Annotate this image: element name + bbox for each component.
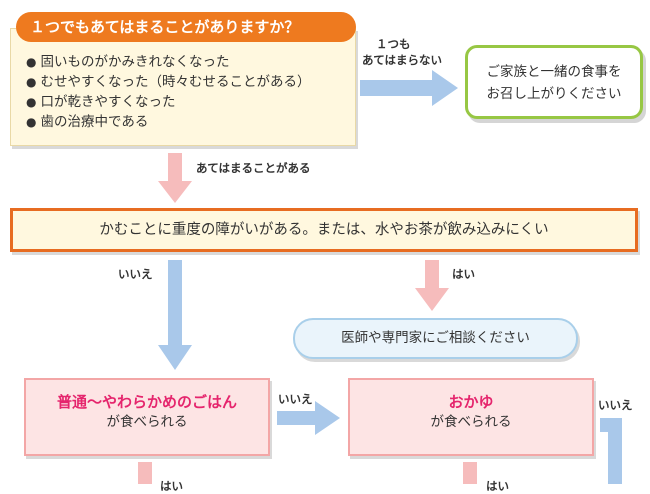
consult-box: 医師や専門家にご相談ください <box>293 318 578 359</box>
severity-question-box: かむことに重度の障がいがある。または、水やお茶が飲み込みにくい <box>10 208 638 252</box>
list-item: 口が乾きやすくなった <box>26 92 310 112</box>
family-meal-line1: ご家族と一緒の食事を <box>486 64 622 80</box>
arrow-right-rice-no <box>277 401 340 435</box>
severity-yes-label: はい <box>452 267 475 281</box>
no-match-label-line2: あてはまらない <box>362 53 443 67</box>
list-item: 歯の治療中である <box>26 112 310 132</box>
severity-no-label: いいえ <box>118 267 153 281</box>
rice-sub: が食べられる <box>106 414 188 430</box>
porridge-sub: が食べられる <box>430 414 512 430</box>
arrow-down-severity-yes <box>415 260 449 311</box>
porridge-yes-label: はい <box>486 479 509 493</box>
list-item: 固いものがかみきれなくなった <box>26 52 310 72</box>
arrow-down-severity-no <box>158 260 192 370</box>
porridge-result-box: おかゆ が食べられる <box>348 378 594 456</box>
arrow-down-match <box>158 153 192 203</box>
question-list: 固いものがかみきれなくなった むせやすくなった（時々むせることがある） 口が乾き… <box>26 52 310 132</box>
rice-no-label: いいえ <box>278 392 313 406</box>
rice-yes-label: はい <box>160 479 183 493</box>
family-meal-line2: お召し上がりください <box>486 86 622 102</box>
arrow-stub-porridge-yes <box>463 462 477 484</box>
rice-title: 普通〜やわらかめのごはん <box>56 393 237 411</box>
no-match-label-line1: １つも <box>376 37 411 51</box>
connector-arrows <box>138 70 622 484</box>
arrow-stub-rice-yes <box>138 462 152 484</box>
list-item: むせやすくなった（時々むせることがある） <box>26 72 310 92</box>
family-meal-result-box: ご家族と一緒の食事を お召し上がりください <box>465 45 643 119</box>
rice-result-box: 普通〜やわらかめのごはん が食べられる <box>24 378 270 456</box>
match-label: あてはまることがある <box>196 161 311 175</box>
porridge-no-label: いいえ <box>598 398 633 412</box>
question-title: １つでもあてはまることがありますか？ <box>16 12 356 42</box>
arrow-right-no-match <box>360 70 458 106</box>
connector-porridge-no <box>600 418 622 484</box>
porridge-title: おかゆ <box>448 393 494 411</box>
